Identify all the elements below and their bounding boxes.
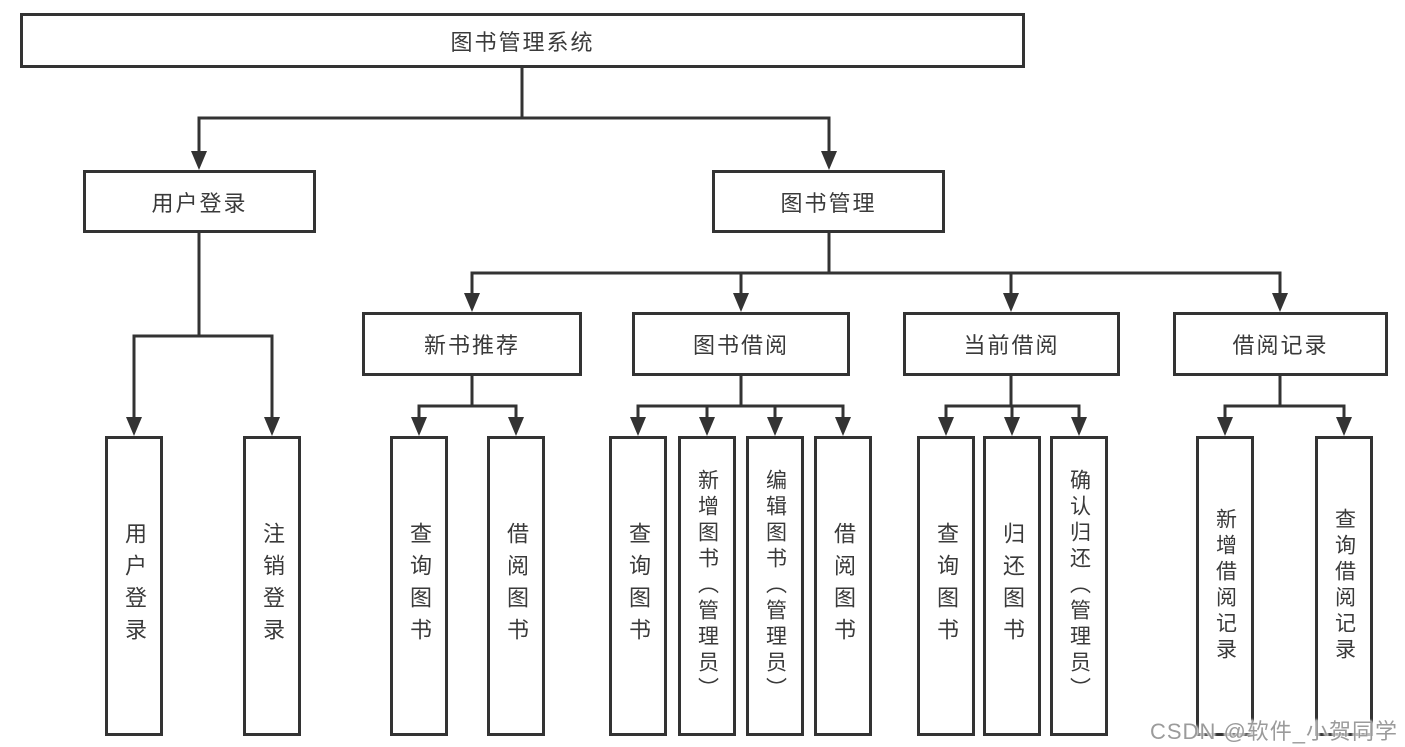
node-root-system: 图书管理系统 [20,13,1025,68]
csdn-watermark: CSDN @软件_小贺同学 [1150,719,1399,744]
connector-borrow-records-to-leaves [1217,376,1352,436]
node-current-borrow: 当前借阅 [903,312,1120,376]
connector-root-to-level2 [191,68,837,170]
connector-user-login-to-leaves [126,233,280,436]
node-book-management: 图书管理 [712,170,945,233]
leaf-current-query-books: 查询图书 [917,436,975,736]
node-new-book-recommend: 新书推荐 [362,312,582,376]
leaf-logout: 注销登录 [243,436,301,736]
connector-book-management-to-level3 [464,233,1288,312]
leaf-add-borrow-record: 新增借阅记录 [1196,436,1254,736]
leaf-recommend-query-books: 查询图书 [390,436,448,736]
leaf-edit-books-admin: 编辑图书（管理员） [746,436,804,736]
leaf-return-books: 归还图书 [983,436,1041,736]
leaf-borrow-books: 借阅图书 [814,436,872,736]
leaf-borrow-query-books: 查询图书 [609,436,667,736]
leaf-add-books-admin: 新增图书（管理员） [678,436,736,736]
node-user-login: 用户登录 [83,170,316,233]
leaf-recommend-borrow-books: 借阅图书 [487,436,545,736]
connector-current-borrow-to-leaves [938,376,1087,436]
node-book-borrow: 图书借阅 [632,312,850,376]
connector-book-borrow-to-leaves [630,376,851,436]
node-borrow-records: 借阅记录 [1173,312,1388,376]
leaf-user-login: 用户登录 [105,436,163,736]
leaf-query-borrow-record: 查询借阅记录 [1315,436,1373,736]
connector-new-book-recommend-to-leaves [411,376,524,436]
leaf-confirm-return-admin: 确认归还（管理员） [1050,436,1108,736]
